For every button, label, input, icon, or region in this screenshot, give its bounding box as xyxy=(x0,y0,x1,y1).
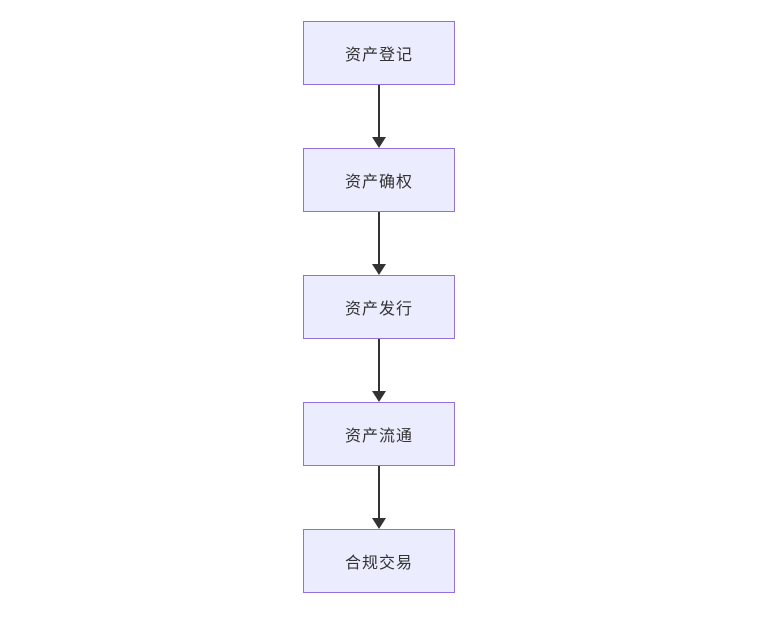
flow-node-1-label: 资产登记 xyxy=(344,47,413,64)
arrow-connector-2 xyxy=(372,212,386,275)
flow-node-2: 资产确权 xyxy=(303,148,455,212)
arrow-line xyxy=(378,85,380,138)
arrow-connector-1 xyxy=(372,85,386,148)
arrow-connector-4 xyxy=(372,466,386,529)
arrowhead-down-icon xyxy=(372,518,386,529)
flowchart: 资产登记 资产确权 资产发行 资产流通 合规交易 xyxy=(303,21,455,593)
arrow-connector-3 xyxy=(372,339,386,402)
flow-node-2-label: 资产确权 xyxy=(344,174,413,191)
flow-node-4: 资产流通 xyxy=(303,402,455,466)
flow-node-5: 合规交易 xyxy=(303,529,455,593)
flow-node-1: 资产登记 xyxy=(303,21,455,85)
flow-node-5-label: 合规交易 xyxy=(344,555,413,572)
flow-node-4-label: 资产流通 xyxy=(344,428,413,445)
flow-node-3-label: 资产发行 xyxy=(344,301,413,318)
arrowhead-down-icon xyxy=(372,391,386,402)
arrowhead-down-icon xyxy=(372,137,386,148)
arrow-line xyxy=(378,339,380,392)
flow-node-3: 资产发行 xyxy=(303,275,455,339)
arrow-line xyxy=(378,466,380,519)
arrowhead-down-icon xyxy=(372,264,386,275)
arrow-line xyxy=(378,212,380,265)
